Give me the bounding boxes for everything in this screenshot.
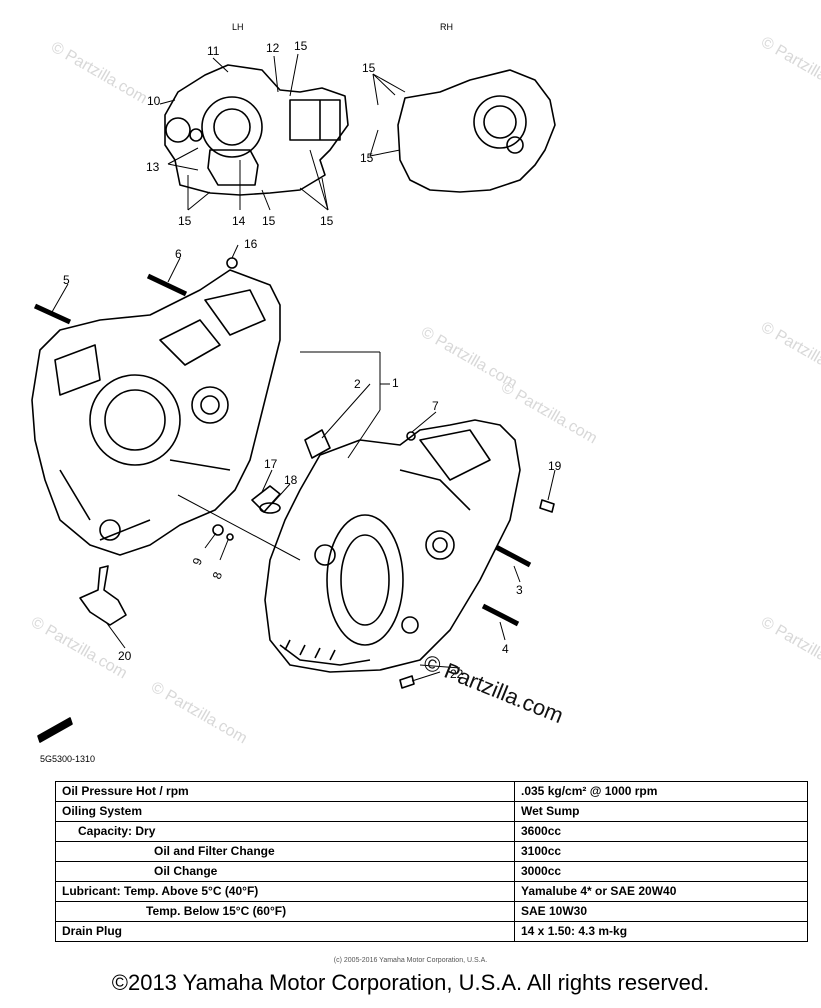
spec-value: 3100cc [514,841,808,862]
callout-3: 3 [516,583,523,597]
plug-17 [251,485,281,513]
callout-15: 15 [178,214,192,228]
callout-17: 17 [264,457,278,471]
watermark: © Partzilla.com [758,614,821,683]
spec-value: 3000cc [514,861,808,882]
lh-label: LH [232,22,244,32]
watermark: © Partzilla.com [498,379,600,448]
watermark: © Partzilla.com [48,39,150,108]
small-copyright: (c) 2005-2016 Yamaha Motor Corporation, … [333,957,488,964]
crankcase-diagram: © Partzilla.com © Partzilla.com © Partzi… [28,22,821,764]
bolt-22 [399,675,415,689]
washer-8 [226,533,234,541]
diagram-code: 5G5300-1310 [40,754,95,764]
spec-name: Drain Plug [55,921,515,942]
callout-9: 9 [190,556,206,567]
spec-name: Oiling System [55,801,515,822]
front-arrow [37,717,73,743]
table-row: Oil Pressure Hot / rpm .035 kg/cm² @ 100… [55,781,808,802]
watermark: © Partzilla.com [758,34,821,103]
callout-14: 14 [232,214,246,228]
spec-name: Lubricant: Temp. Above 5°C (40°F) [55,881,515,902]
spec-value: 14 x 1.50: 4.3 m-kg [514,921,808,942]
callout-2: 2 [354,377,361,391]
spec-name: Oil Pressure Hot / rpm [55,781,515,802]
crankcase-left-half [31,269,281,556]
spec-name: Temp. Below 15°C (60°F) [55,901,515,922]
o-ring-9 [212,524,224,536]
spec-name: Oil and Filter Change [55,841,515,862]
spec-name: Oil Change [55,861,515,882]
callout-15: 15 [320,214,334,228]
callout-10: 10 [147,94,161,108]
stud-4 [481,603,520,627]
leader-lines [51,53,556,682]
oil-spec-table: Oil Pressure Hot / rpm .035 kg/cm² @ 100… [55,781,808,942]
clip-19 [539,499,555,513]
copyright-notice: ©2013 Yamaha Motor Corporation, U.S.A. A… [111,970,710,995]
dowel-16 [226,257,238,269]
table-row: Temp. Below 15°C (60°F) SAE 10W30 [55,901,808,922]
callout-18: 18 [284,473,298,487]
cover-20 [79,565,127,626]
spec-value: Yamalube 4* or SAE 20W40 [514,881,808,902]
dowel-2 [304,429,331,459]
watermarks: © Partzilla.com © Partzilla.com © Partzi… [28,34,821,748]
callout-22: 22 [450,667,464,681]
watermark: © Partzilla.com [28,614,130,683]
table-row: Drain Plug 14 x 1.50: 4.3 m-kg [55,921,808,942]
callout-13: 13 [146,160,160,174]
table-row: Oil Change 3000cc [55,861,808,882]
stud-6 [146,273,188,297]
callout-5: 5 [63,273,70,287]
table-row: Lubricant: Temp. Above 5°C (40°F) Yamalu… [55,881,808,902]
callout-16: 16 [244,237,258,251]
callout-15: 15 [294,39,308,53]
callout-12: 12 [266,41,280,55]
callout-11: 11 [207,44,220,58]
spec-value: SAE 10W30 [514,901,808,922]
stud-5 [33,303,72,325]
crankcase-right-half [264,419,521,673]
callout-19: 19 [548,459,562,473]
callout-6: 6 [175,247,182,261]
callout-4: 4 [502,642,509,656]
spec-value: Wet Sump [514,801,808,822]
watermark: © Partzilla.com [148,679,250,748]
stud-3 [494,544,532,568]
callout-20: 20 [118,649,132,663]
watermark: © Partzilla.com [758,319,821,388]
callout-7: 7 [432,399,439,413]
pin-7 [406,431,416,441]
rh-label: RH [440,22,453,32]
rh-gasket [397,69,556,193]
callout-1: 1 [392,376,399,390]
lh-gasket [164,64,349,196]
callout-8: 8 [210,570,226,581]
table-row: Oiling System Wet Sump [55,801,808,822]
callout-15: 15 [262,214,276,228]
table-row: Capacity: Dry 3600cc [55,821,808,842]
watermark-main: © Partzilla.com [420,649,567,728]
o-ring-18 [259,502,281,514]
callout-15: 15 [360,151,374,165]
spec-name: Capacity: Dry [55,821,515,842]
table-row: Oil and Filter Change 3100cc [55,841,808,862]
spec-value: 3600cc [514,821,808,842]
callout-15: 15 [362,61,376,75]
spec-value: .035 kg/cm² @ 1000 rpm [514,781,808,802]
